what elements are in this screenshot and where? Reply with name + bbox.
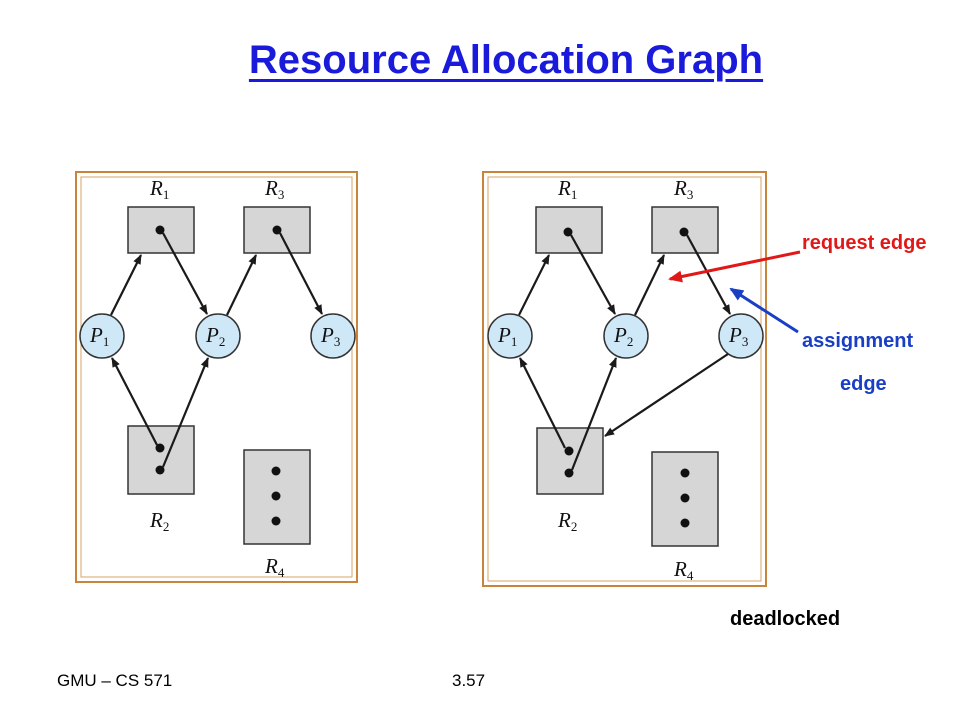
footer-course: GMU – CS 571	[57, 671, 173, 690]
resource-r2-instance	[564, 446, 574, 456]
resource-r4-instance	[271, 516, 281, 526]
process-p1-node	[79, 313, 125, 359]
footer-slide-number: 3.57	[452, 671, 486, 690]
resource-r2-box	[536, 427, 604, 495]
label-r1: R1	[557, 176, 577, 202]
resource-r2-instance	[155, 465, 165, 475]
request-edge-callout-arrow	[668, 250, 801, 283]
assignment-edge-label-line1: assignment	[802, 330, 914, 352]
label-p3: P3	[320, 323, 340, 349]
label-r2: R2	[557, 508, 577, 534]
label-p1: P1	[497, 323, 517, 349]
resource-r4-instance	[271, 466, 281, 476]
edge-r2-p1	[519, 357, 566, 449]
label-p1: P1	[89, 323, 109, 349]
resource-r4-instance	[680, 518, 690, 528]
process-p2-node	[603, 313, 649, 359]
process-p3-node	[310, 313, 356, 359]
resource-r2-box	[127, 425, 195, 495]
edge-p1-r1	[518, 254, 550, 316]
label-r4: R4	[673, 557, 694, 583]
frame-left-inner	[80, 176, 353, 578]
label-r3: R3	[673, 176, 693, 202]
edge-p1-r1	[110, 254, 142, 316]
resource-r4-instance	[271, 491, 281, 501]
edge-p2-r3	[226, 254, 257, 316]
edge-r2-p2	[570, 357, 618, 471]
resource-r1-instance	[563, 227, 573, 237]
label-r4: R4	[264, 554, 285, 580]
label-r2: R2	[149, 508, 169, 534]
process-p3-node	[718, 313, 764, 359]
request-edge-label: request edge	[802, 232, 927, 254]
edge-r2-p1	[111, 357, 158, 446]
deadlocked-caption: deadlocked	[730, 608, 841, 630]
resource-r4-instance	[680, 493, 690, 503]
label-p2: P2	[613, 323, 633, 349]
slide-title: Resource Allocation Graph	[248, 38, 764, 82]
edge-p2-r3	[634, 254, 665, 316]
resource-r1-instance	[155, 225, 165, 235]
edge-r1-p2	[162, 232, 208, 315]
graph-right: R1 R3 R2 R4 P1 P2 P3	[482, 171, 801, 587]
label-p3: P3	[728, 323, 748, 349]
label-r1: R1	[149, 176, 169, 202]
frame-right-outer	[482, 171, 767, 587]
label-p2: P2	[205, 323, 225, 349]
resource-r3-instance	[679, 227, 689, 237]
process-p2-node	[195, 313, 241, 359]
resource-r3-instance	[272, 225, 282, 235]
frame-right-inner	[487, 176, 762, 582]
edge-r3-p3	[686, 234, 731, 315]
label-r3: R3	[264, 176, 284, 202]
edge-r1-p2	[570, 234, 616, 315]
edge-p3-r2	[604, 353, 729, 437]
graph-left: R1 R3 R2 R4 P1 P2 P3	[75, 171, 358, 583]
resource-r2-instance	[155, 443, 165, 453]
assignment-edge-label-line2: edge	[840, 373, 887, 395]
process-p1-node	[487, 313, 533, 359]
resource-r4-instance	[680, 468, 690, 478]
edge-r2-p2	[161, 357, 210, 468]
edge-r3-p3	[279, 232, 323, 315]
resource-r2-instance	[564, 468, 574, 478]
frame-left-outer	[75, 171, 358, 583]
assignment-edge-callout-arrow	[729, 287, 799, 334]
